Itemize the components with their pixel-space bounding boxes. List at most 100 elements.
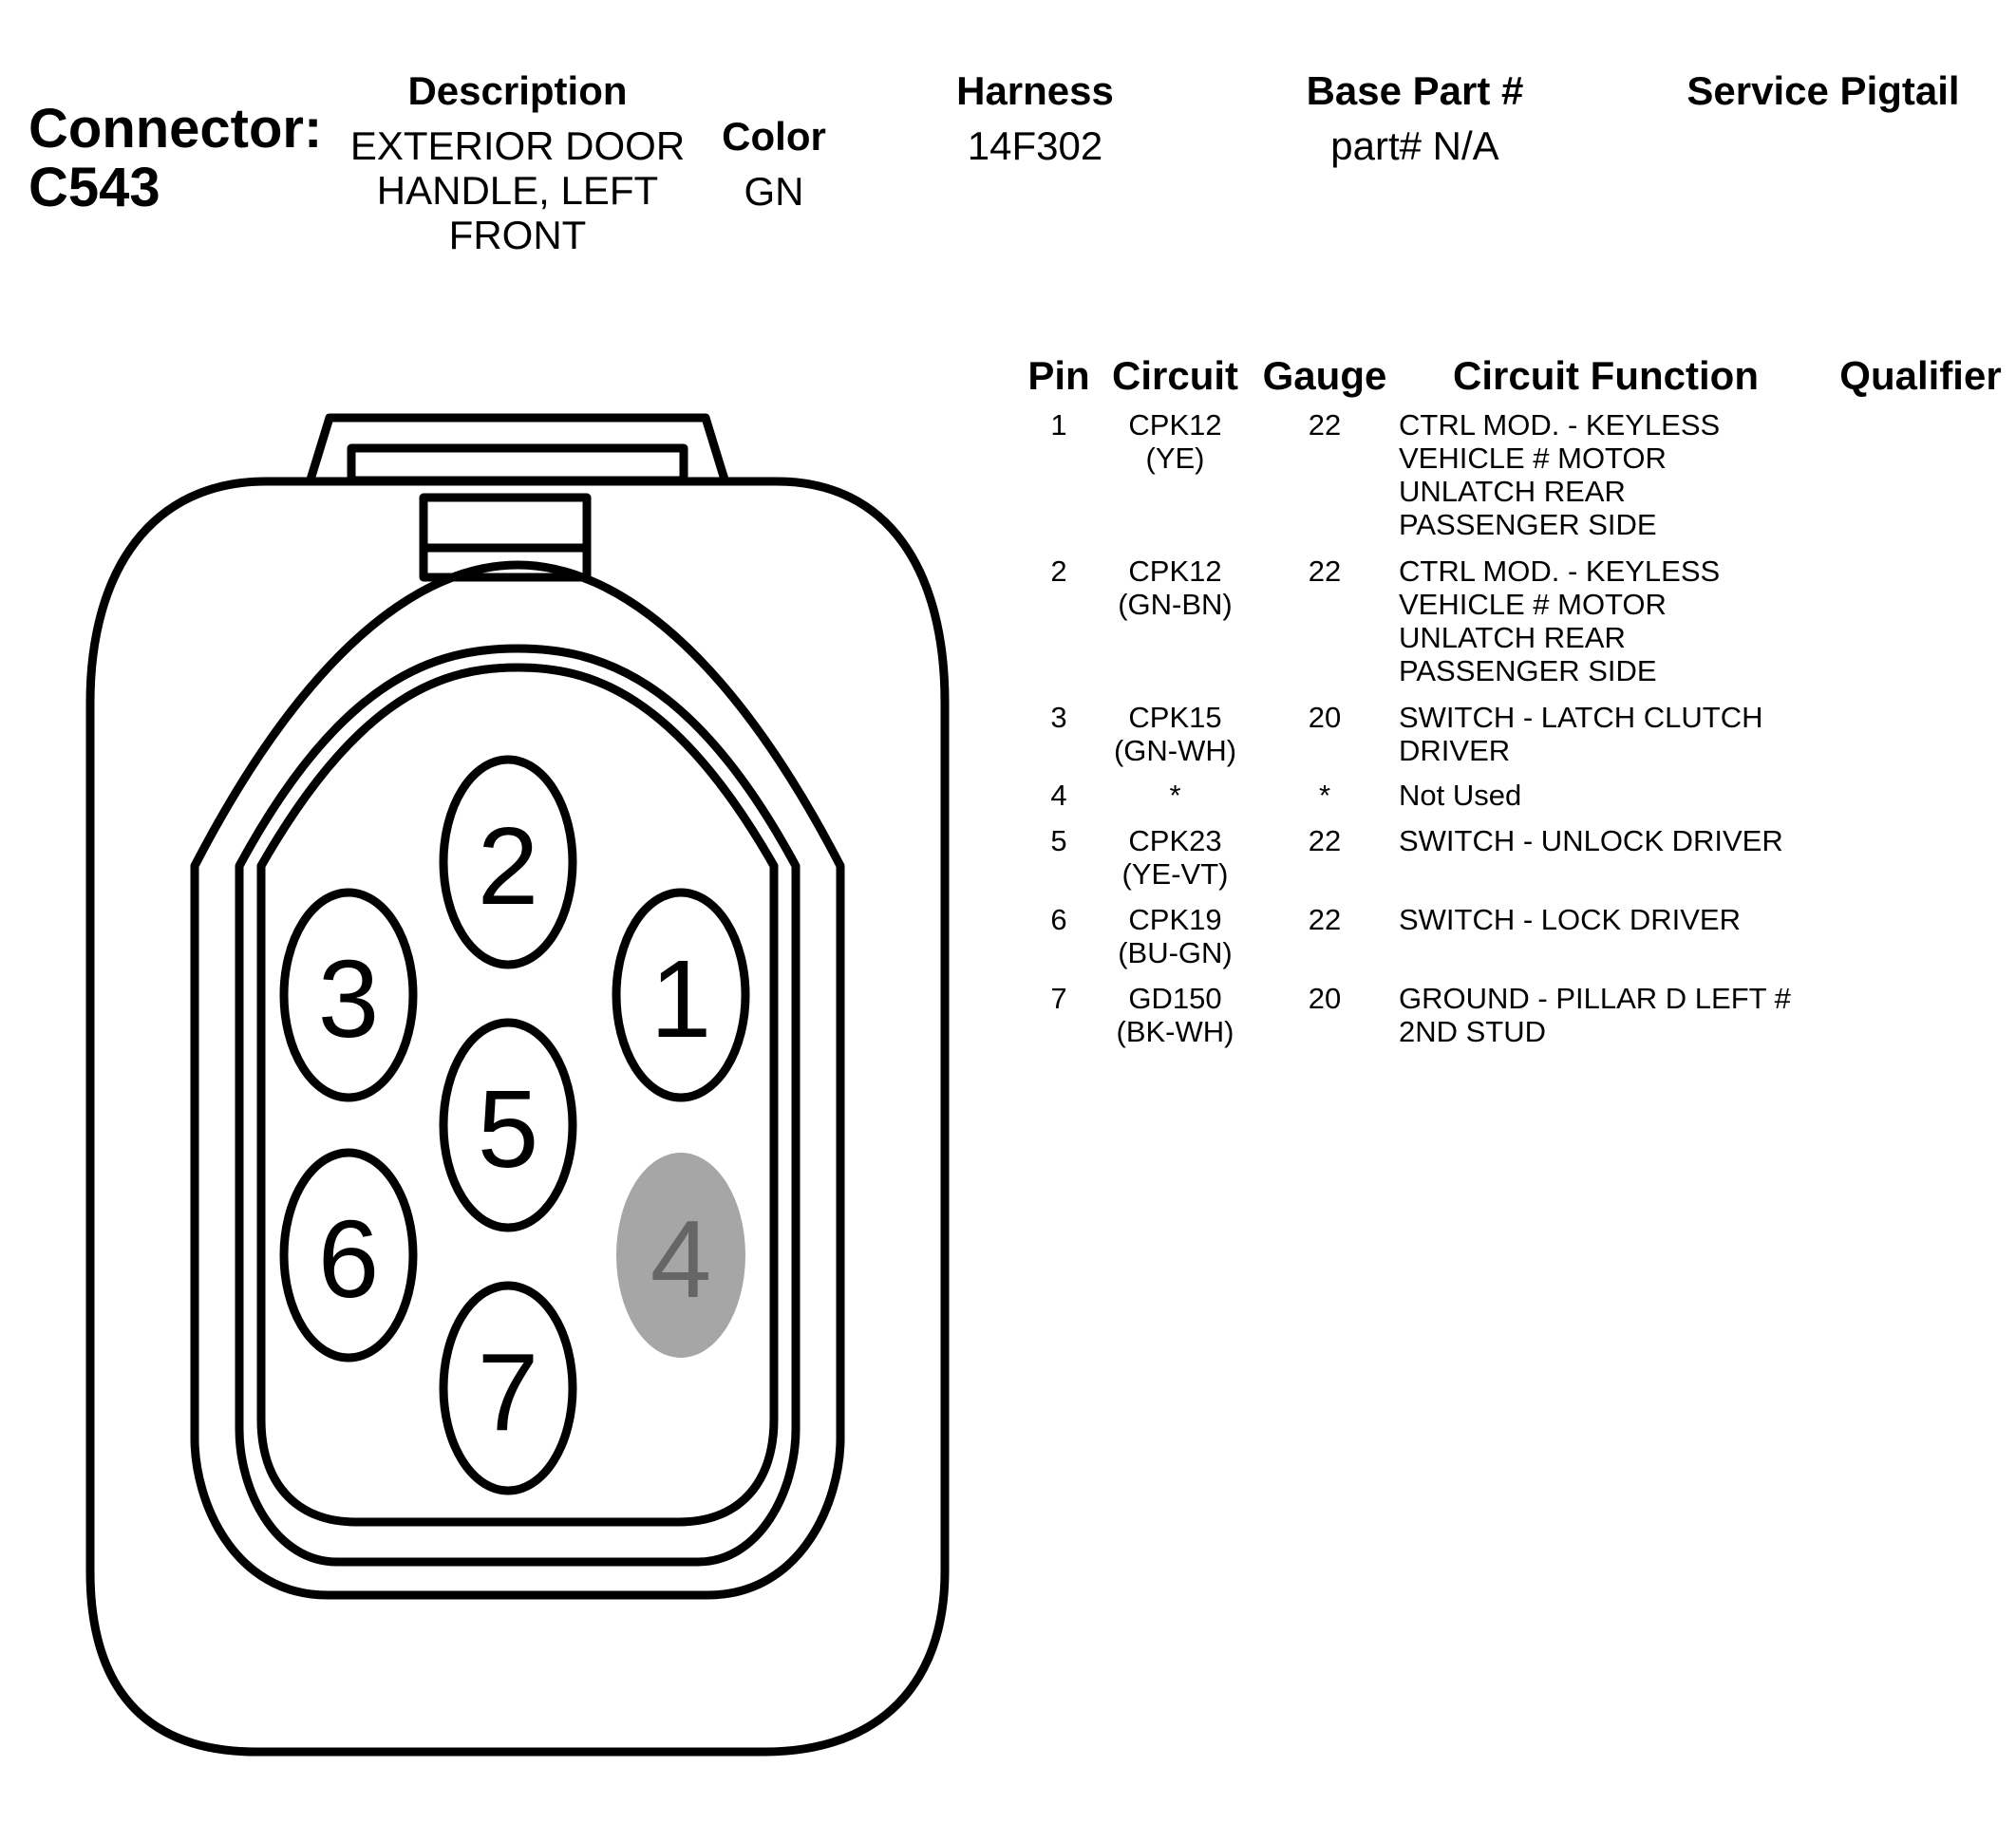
pin-cavity	[612, 888, 750, 1102]
circuit-cell: *	[1102, 779, 1249, 812]
function-line: 2ND STUD	[1399, 1015, 1547, 1048]
pin-7: 7	[439, 1281, 577, 1495]
function-line: UNLATCH REAR	[1399, 621, 1626, 654]
connector-cavity-inner	[256, 663, 779, 1527]
function-line: GROUND - PILLAR D LEFT #	[1399, 982, 1791, 1015]
gauge-cell: 22	[1308, 824, 1342, 857]
function-cell: SWITCH - UNLOCK DRIVER	[1399, 824, 1783, 857]
function-line: Not Used	[1399, 779, 1522, 812]
circuit-color: (GN-WH)	[1113, 734, 1237, 767]
circuit-cell: CPK12 (GN-BN)	[1102, 554, 1249, 621]
circuit-color: (GN-BN)	[1118, 588, 1233, 621]
gauge-cell: 20	[1308, 982, 1342, 1015]
column-header-pin: Pin	[1027, 353, 1090, 398]
description-label: Description	[407, 68, 628, 113]
pin-cell: 3	[1050, 701, 1067, 734]
function-line: UNLATCH REAR	[1399, 475, 1626, 508]
pin-number-label: 7	[478, 1330, 539, 1454]
pin-2: 2	[439, 755, 577, 969]
function-line: VEHICLE # MOTOR	[1399, 588, 1667, 621]
circuit-code: CPK12	[1128, 408, 1222, 442]
function-line: VEHICLE # MOTOR	[1399, 442, 1667, 475]
connector-cavity-outer	[190, 560, 845, 1600]
pin-number-label: 2	[478, 804, 539, 928]
service-pigtail-label: Service Pigtail	[1686, 68, 1960, 113]
pin-cavity	[616, 1153, 745, 1358]
pin-number-label: 6	[318, 1197, 380, 1321]
pin-cavity	[279, 888, 418, 1102]
color-label: Color	[722, 114, 826, 159]
pin-cavity	[439, 755, 577, 969]
pin-6: 6	[279, 1148, 418, 1363]
base-part-value: part# N/A	[1330, 123, 1499, 168]
pin-4: 4	[616, 1153, 745, 1358]
function-line: CTRL MOD. - KEYLESS	[1399, 554, 1721, 588]
pin-cell: 6	[1050, 903, 1067, 936]
function-cell: CTRL MOD. - KEYLESS VEHICLE # MOTOR UNLA…	[1399, 408, 1720, 541]
connector-label: Connector:	[28, 98, 323, 160]
connector-id: C543	[28, 157, 160, 218]
function-cell: Not Used	[1399, 779, 1521, 812]
column-header-circuit-function: Circuit Function	[1453, 353, 1759, 398]
pin-cavity	[279, 1148, 418, 1363]
pin-3: 3	[279, 888, 418, 1102]
pin-cavity	[439, 1018, 577, 1232]
description-value: EXTERIOR DOOR HANDLE, LEFT FRONT	[328, 123, 707, 257]
function-line: SWITCH - LATCH CLUTCH	[1399, 701, 1763, 734]
pin-5: 5	[439, 1018, 577, 1232]
connector-cavity-middle	[235, 644, 801, 1567]
description-line: FRONT	[448, 213, 587, 257]
circuit-code: CPK12	[1128, 554, 1222, 588]
description-line: EXTERIOR DOOR	[349, 123, 686, 168]
circuit-code: CPK15	[1128, 701, 1222, 734]
function-line: DRIVER	[1399, 734, 1511, 767]
pin-cell: 4	[1050, 779, 1067, 812]
connector-housing-outer	[85, 477, 950, 1757]
pin-cell: 7	[1050, 982, 1067, 1015]
column-header-qualifier: Qualifier	[1839, 353, 2002, 398]
circuit-cell: CPK12 (YE)	[1102, 408, 1249, 475]
circuit-color: (YE-VT)	[1121, 857, 1229, 891]
function-cell: GROUND - PILLAR D LEFT # 2ND STUD	[1399, 982, 1791, 1048]
column-header-circuit: Circuit	[1111, 353, 1238, 398]
pin-number-label: 5	[478, 1067, 539, 1191]
color-value: GN	[744, 169, 804, 214]
gauge-cell: 22	[1308, 903, 1342, 936]
circuit-color: (BU-GN)	[1118, 936, 1233, 969]
pin-cavity	[439, 1281, 577, 1495]
function-line: SWITCH - LOCK DRIVER	[1399, 903, 1741, 936]
connector-lock-tab	[419, 493, 592, 582]
pin-cell: 1	[1050, 408, 1067, 442]
harness-label: Harness	[956, 68, 1114, 113]
circuit-cell: CPK23 (YE-VT)	[1102, 824, 1249, 891]
harness-value: 14F302	[967, 123, 1103, 168]
circuit-cell: CPK15 (GN-WH)	[1102, 701, 1249, 767]
circuit-cell: CPK19 (BU-GN)	[1102, 903, 1249, 969]
function-line: PASSENGER SIDE	[1399, 654, 1657, 687]
pin-number-label: 1	[650, 937, 712, 1061]
pin-number-label: 3	[318, 937, 380, 1061]
connector-latch-inner	[347, 443, 688, 485]
circuit-code: *	[1169, 779, 1181, 812]
gauge-cell: 22	[1308, 554, 1342, 588]
circuit-code: GD150	[1128, 982, 1222, 1015]
function-cell: SWITCH - LATCH CLUTCH DRIVER	[1399, 701, 1762, 767]
gauge-cell: *	[1318, 779, 1331, 812]
pin-cell: 5	[1050, 824, 1067, 857]
circuit-color: (BK-WH)	[1116, 1015, 1234, 1048]
column-header-gauge: Gauge	[1262, 353, 1387, 398]
pin-1: 1	[612, 888, 750, 1102]
connector-latch-outer	[306, 413, 729, 481]
pin-number-label: 4	[650, 1197, 712, 1321]
circuit-code: CPK19	[1128, 903, 1222, 936]
base-part-label: Base Part #	[1306, 68, 1524, 113]
connector-title: Connector: C543	[28, 100, 322, 217]
circuit-code: CPK23	[1128, 824, 1222, 857]
function-cell: CTRL MOD. - KEYLESS VEHICLE # MOTOR UNLA…	[1399, 554, 1720, 687]
function-line: PASSENGER SIDE	[1399, 508, 1657, 541]
function-cell: SWITCH - LOCK DRIVER	[1399, 903, 1741, 936]
circuit-cell: GD150 (BK-WH)	[1102, 982, 1249, 1048]
gauge-cell: 22	[1308, 408, 1342, 442]
